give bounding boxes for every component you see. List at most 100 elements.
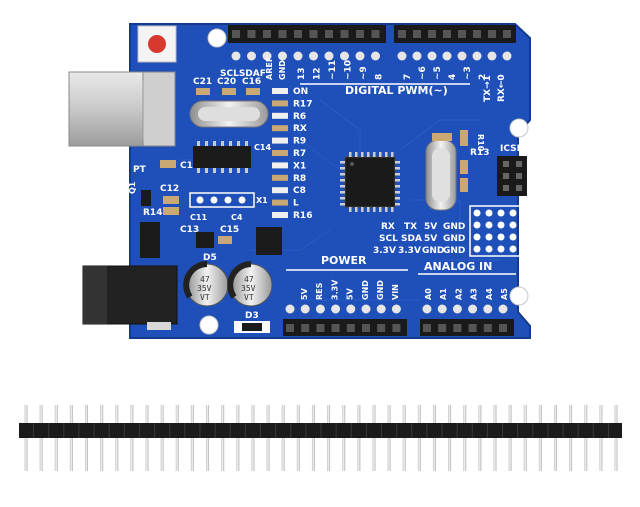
pin-pad bbox=[483, 304, 493, 314]
header-hole bbox=[398, 30, 406, 38]
digital-pin-label: ~11 bbox=[328, 60, 338, 80]
mcu-pin bbox=[340, 179, 345, 182]
mcu-pin bbox=[395, 161, 400, 164]
led-label: RX bbox=[293, 124, 307, 134]
header-hole bbox=[301, 324, 310, 332]
header-hole bbox=[340, 30, 349, 38]
led-label: X1 bbox=[293, 161, 306, 171]
cap-text: 47 bbox=[200, 275, 210, 284]
header-hole bbox=[247, 30, 256, 38]
pin-pad bbox=[457, 51, 467, 61]
mcu-pin bbox=[395, 185, 400, 188]
header-hole bbox=[232, 30, 240, 38]
usb-b-port[interactable] bbox=[68, 71, 176, 147]
tx-label-2: TX bbox=[404, 222, 417, 232]
proto-pad bbox=[473, 233, 481, 241]
d5-label: D5 bbox=[203, 253, 217, 263]
pin-pad bbox=[309, 51, 318, 61]
smd-led bbox=[272, 100, 288, 107]
mcu-pin bbox=[340, 185, 345, 188]
icsp-label: ICSP bbox=[500, 144, 524, 154]
analog-pin-label: A0 bbox=[424, 288, 433, 300]
header-hole bbox=[458, 30, 466, 38]
chip-pin bbox=[237, 168, 240, 173]
led-label: R6 bbox=[293, 112, 306, 122]
header-hole bbox=[438, 324, 447, 332]
pin-pad bbox=[391, 304, 401, 314]
header-hole bbox=[428, 30, 436, 38]
mcu-pin bbox=[361, 152, 364, 157]
led-label: L bbox=[293, 199, 299, 209]
crystal-oscillator bbox=[189, 100, 269, 128]
icsp-pin bbox=[503, 185, 509, 191]
pin-pad bbox=[427, 51, 437, 61]
proto-pad bbox=[497, 221, 505, 229]
header-hole bbox=[392, 324, 401, 332]
tx-label: TX→1 bbox=[483, 75, 493, 102]
pin-pad bbox=[468, 304, 478, 314]
r14-label: R14 bbox=[143, 208, 162, 218]
smd-led bbox=[272, 88, 288, 94]
digital-pin-label: 13 bbox=[297, 67, 307, 80]
rx-label-2: RX bbox=[381, 222, 395, 232]
smd-caps-top bbox=[196, 88, 260, 95]
mcu-pin bbox=[340, 161, 345, 164]
pin-pad bbox=[371, 51, 380, 61]
smd-part bbox=[460, 178, 468, 192]
header-hole bbox=[503, 30, 511, 38]
smd-led bbox=[272, 112, 288, 119]
pin-pad bbox=[422, 304, 432, 314]
pin-pad bbox=[346, 304, 356, 314]
chip-pin bbox=[205, 168, 208, 173]
mcu-pin bbox=[379, 207, 382, 212]
proto-pad bbox=[509, 221, 517, 229]
cap-text: 35V bbox=[241, 284, 256, 293]
pt-label: PT bbox=[133, 165, 147, 175]
power-pin-label: 5V bbox=[300, 287, 309, 300]
icsp-pin bbox=[516, 161, 522, 167]
smd-parts-left bbox=[140, 160, 282, 258]
header-hole bbox=[331, 324, 340, 332]
sclsdaf-label: SCLSDAF bbox=[220, 69, 266, 79]
mcu-pin bbox=[340, 173, 345, 176]
mcu-pin bbox=[395, 203, 400, 206]
pin-pad bbox=[452, 304, 462, 314]
pin-pad bbox=[262, 51, 272, 61]
smd-led bbox=[272, 187, 288, 194]
led-label: C8 bbox=[293, 186, 306, 196]
led-label: ON bbox=[293, 87, 308, 97]
mcu-pin bbox=[349, 152, 352, 157]
mcu-pin bbox=[385, 152, 388, 157]
mcu-pin bbox=[373, 207, 376, 212]
reset-button[interactable] bbox=[137, 25, 177, 63]
proto-pad bbox=[509, 209, 517, 217]
smd-part bbox=[460, 160, 468, 174]
chip-pin bbox=[197, 141, 200, 146]
mcu-pin bbox=[391, 152, 394, 157]
pin-pad bbox=[300, 304, 310, 314]
rx-label: RX←0 bbox=[497, 74, 507, 102]
header-hole bbox=[468, 324, 477, 332]
power-pin-label: GND bbox=[376, 280, 385, 300]
icsp-pin bbox=[516, 185, 522, 191]
proto-pad bbox=[473, 245, 481, 253]
digital-pin-label: ~3 bbox=[463, 66, 473, 80]
mcu-pin bbox=[379, 152, 382, 157]
header-hole bbox=[346, 324, 355, 332]
digital-pin-label: ~9 bbox=[359, 66, 369, 80]
dc-power-jack[interactable] bbox=[82, 265, 178, 330]
digital-pin-label: 4 bbox=[448, 74, 458, 80]
pad-grid bbox=[469, 205, 521, 257]
chip-pin bbox=[213, 168, 216, 173]
cap-text: VT bbox=[200, 293, 210, 302]
gnd-label-c: GND bbox=[422, 246, 444, 256]
electrolytic-capacitor: 47 35V VT bbox=[227, 261, 273, 307]
gnd-top-label: GND bbox=[278, 60, 287, 80]
header-hole bbox=[473, 30, 481, 38]
analog-pin-label: A4 bbox=[485, 288, 494, 300]
pin-pad bbox=[324, 51, 334, 61]
chip-pin bbox=[229, 168, 232, 173]
mcu-pin bbox=[340, 197, 345, 200]
